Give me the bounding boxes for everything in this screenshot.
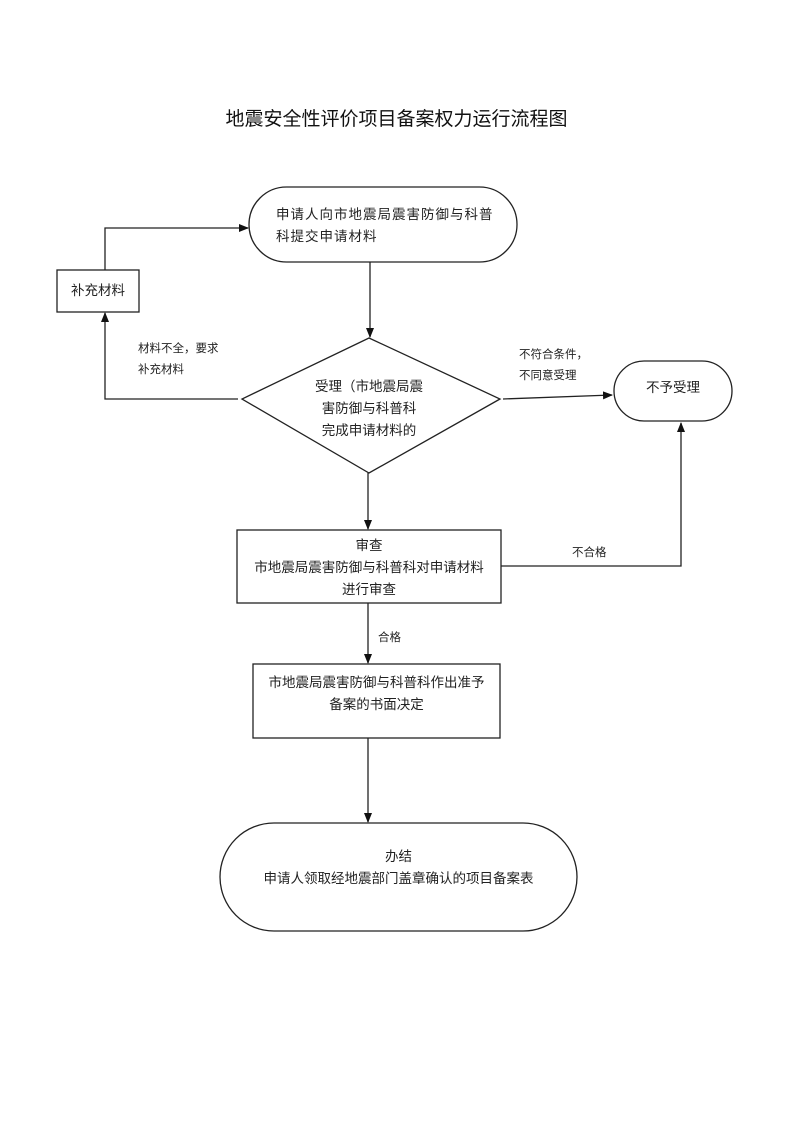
arrow-supplement-to-start (104, 224, 249, 270)
end-node-line: 办结 (385, 849, 412, 865)
start-node-line: 科提交申请材料 (276, 229, 378, 245)
review-node-line: 审查 (355, 538, 383, 554)
reject-node-label: 不予受理 (646, 380, 700, 396)
decision-node-line: 市地震局震害防御与科普科作出准予 (268, 675, 485, 691)
end-node-line: 申请人领取经地震部门盖章确认的项目备案表 (263, 871, 534, 887)
edge-label-line: 不同意受理 (519, 368, 577, 382)
end-node: 办结 申请人领取经地震部门盖章确认的项目备案表 (220, 846, 577, 890)
start-node: 申请人向市地震局震害防御与科普 科提交申请材料 (276, 204, 506, 248)
edge-label-fail: 不合格 (572, 545, 607, 559)
supplement-node-label: 补充材料 (71, 283, 125, 299)
accept-node-line: 完成申请材料的 (321, 423, 417, 439)
decision-node-shape (252, 663, 501, 739)
reject-node-shape (613, 360, 733, 422)
edge-label-line: 材料不全，要求 (138, 341, 219, 355)
arrow-accept-to-supplement (101, 312, 238, 400)
edge-label-not-eligible: 不符合条件， 不同意受理 (519, 344, 629, 386)
edge-label-incomplete: 材料不全，要求 补充材料 (138, 338, 248, 380)
review-node: 审查 市地震局震害防御与科普科对申请材料 进行审查 (237, 535, 501, 601)
decision-node: 市地震局震害防御与科普科作出准予 备案的书面决定 (253, 672, 500, 716)
edge-label-line: 补充材料 (138, 362, 184, 376)
supplement-node: 补充材料 (57, 280, 139, 302)
review-node-line: 市地震局震害防御与科普科对申请材料 (254, 560, 484, 576)
accept-node: 受理（市地震局震 害防御与科普科 完成申请材料的 (290, 376, 448, 442)
end-node-shape (219, 822, 578, 932)
reject-node: 不予受理 (614, 377, 732, 399)
accept-node-line: 受理（市地震局震 (315, 379, 423, 395)
accept-diamond-shape (240, 337, 502, 474)
review-node-line: 进行审查 (342, 582, 396, 598)
start-node-line: 申请人向市地震局震害防御与科普 (276, 207, 494, 223)
arrow-review-to-reject (501, 422, 685, 567)
supplement-node-shape (56, 269, 140, 313)
accept-node-line: 害防御与科普科 (321, 401, 417, 417)
arrow-accept-to-reject (502, 391, 613, 400)
diagram-title: 地震安全性评价项目备案权力运行流程图 (225, 108, 568, 130)
decision-node-line: 备案的书面决定 (329, 697, 424, 713)
edge-label-line: 不符合条件， (519, 347, 588, 361)
edge-label-pass: 合格 (378, 630, 401, 644)
start-node-shape (248, 186, 518, 263)
